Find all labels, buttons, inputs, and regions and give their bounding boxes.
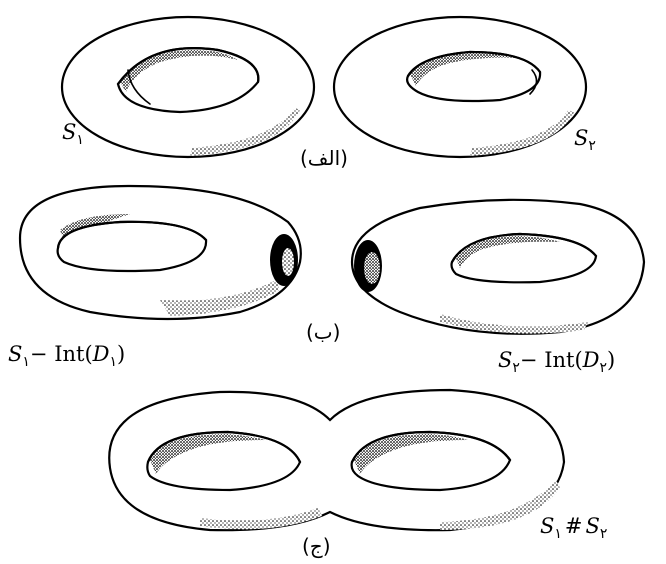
label-s1-minus-disk-disk-index: ۱ — [110, 354, 118, 370]
label-s2-minus-disk-op: − Int( — [520, 348, 583, 372]
label-s2: S۲ — [574, 128, 596, 153]
label-s2-minus-disk-close: ) — [607, 348, 615, 372]
double-torus — [109, 390, 564, 530]
label-s1-minus-disk-symbol: S — [8, 342, 22, 366]
label-connected-sum-index: ۱ — [554, 526, 562, 542]
label-s1-symbol: S — [62, 120, 76, 144]
torus-s1 — [62, 17, 314, 157]
label-s1-minus-disk: S۱− Int(D۱) — [8, 344, 125, 369]
label-s1-index: ۱ — [76, 132, 84, 148]
label-s1-minus-disk-disk: D — [93, 342, 110, 366]
label-s2-minus-disk-disk: D — [583, 348, 600, 372]
label-connected-sum-symbol2: S — [586, 514, 600, 538]
label-connected-sum-op: # — [562, 514, 586, 538]
label-s2-index: ۲ — [588, 138, 596, 154]
caption-row3: (ج) — [302, 536, 331, 556]
label-s1-minus-disk-close: ) — [117, 342, 125, 366]
caption-row1: (الف) — [300, 148, 348, 168]
label-s1: S۱ — [62, 122, 84, 147]
label-connected-sum-symbol: S — [540, 514, 554, 538]
label-s1-minus-disk-index: ۱ — [22, 354, 30, 370]
label-s2-minus-disk-disk-index: ۲ — [600, 360, 608, 376]
label-s2-minus-disk-symbol: S — [498, 348, 512, 372]
label-s2-minus-disk: S۲− Int(D۲) — [498, 350, 615, 375]
label-s1-minus-disk-op: − Int( — [30, 342, 93, 366]
caption-row2: (ب) — [306, 322, 340, 342]
label-connected-sum: S۱#S۲ — [540, 516, 607, 541]
label-s2-symbol: S — [574, 126, 588, 150]
torus-s2-minus-disk — [352, 200, 644, 334]
label-connected-sum-index2: ۲ — [600, 526, 608, 542]
torus-s1-minus-disk — [20, 186, 301, 319]
torus-s2 — [334, 17, 586, 157]
label-s2-minus-disk-index: ۲ — [512, 360, 520, 376]
